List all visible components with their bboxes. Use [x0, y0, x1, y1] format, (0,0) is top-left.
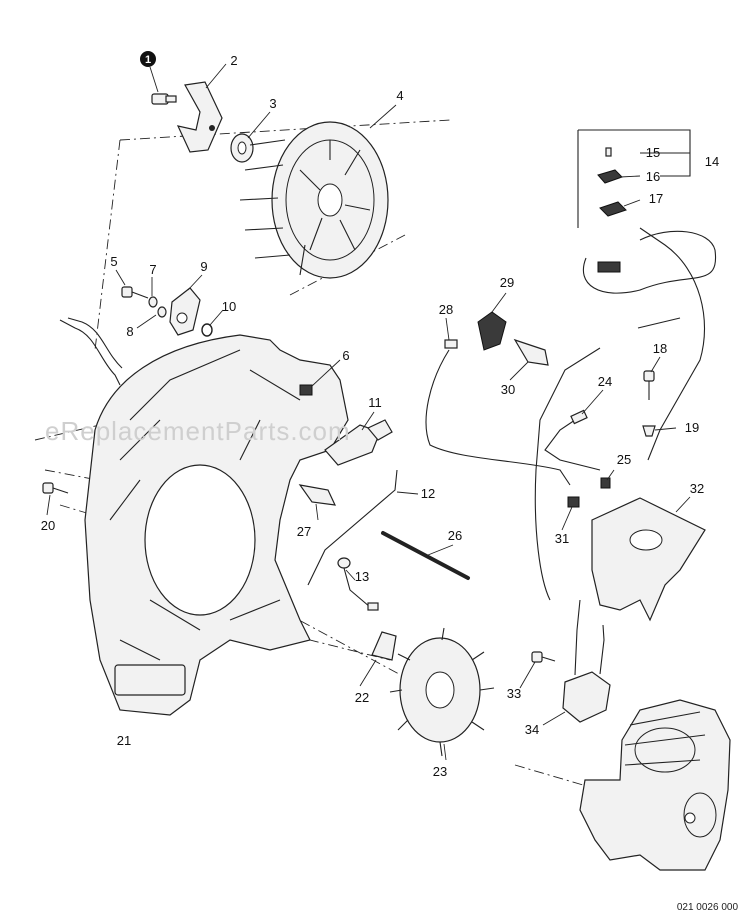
callout-labels: 2 3 4 5 6 7 8 9 10 11 12 13 14 15 16 17 … [41, 53, 719, 779]
part-washer-7 [148, 296, 158, 308]
wire-left-2 [67, 317, 123, 369]
part-shield-32 [591, 497, 706, 622]
part-grommet-31 [567, 496, 580, 508]
part-cable-26 [381, 531, 470, 580]
part-washer-3 [230, 133, 254, 163]
callout-34: 34 [525, 722, 539, 737]
part-grommet-25 [600, 477, 611, 489]
callout-12: 12 [421, 486, 435, 501]
callout-19: 19 [685, 420, 699, 435]
callout-7: 7 [149, 262, 156, 277]
part-module-34 [562, 599, 611, 723]
part-engine [579, 699, 731, 871]
leader-lines [46, 63, 691, 761]
part-rod-12 [307, 469, 398, 586]
callout-13: 13 [355, 569, 369, 584]
part-connector-16 [597, 169, 623, 184]
callout-10: 10 [222, 299, 236, 314]
callout-33: 33 [507, 686, 521, 701]
callout-21: 21 [117, 733, 131, 748]
callout-27: 27 [297, 524, 311, 539]
callout-14: 14 [705, 154, 719, 169]
part-wire-13 [337, 557, 379, 611]
callout-22: 22 [355, 690, 369, 705]
part-screw-15 [605, 147, 612, 157]
callout-26: 26 [448, 528, 462, 543]
part-screw-5 [121, 286, 149, 299]
callout-29: 29 [500, 275, 514, 290]
part-screw-18 [643, 370, 655, 400]
kit-box-14 [577, 129, 691, 228]
callout-23: 23 [433, 764, 447, 779]
callout-9: 9 [200, 259, 207, 274]
part-boot-29 [477, 311, 507, 351]
callout-24: 24 [598, 374, 612, 389]
spark-lead-wire [425, 349, 571, 486]
wiring-harness [534, 227, 717, 601]
wire-left [59, 319, 121, 386]
callout-8: 8 [126, 324, 133, 339]
part-flywheel-23 [389, 627, 495, 757]
callout-15: 15 [646, 145, 660, 160]
part-bolt-1 [149, 66, 177, 105]
part-plug-30 [513, 338, 549, 366]
diagram-code: 021 0026 000 [677, 902, 739, 913]
callout-17: 17 [649, 191, 663, 206]
part-screw-33 [531, 651, 556, 663]
callout-31: 31 [555, 531, 569, 546]
callout-30: 30 [501, 382, 515, 397]
part-switch-27 [298, 484, 337, 506]
callout-25: 25 [617, 452, 631, 467]
part-trigger-11 [324, 419, 393, 466]
callout-28: 28 [439, 302, 453, 317]
callout-4: 4 [396, 88, 403, 103]
part-nut-6 [299, 384, 313, 396]
part-clip-17 [599, 201, 627, 217]
callout-32: 32 [690, 481, 704, 496]
callout-11: 11 [368, 395, 382, 410]
part-nut-22 [371, 631, 397, 661]
part-screw-20 [42, 482, 69, 494]
part-cap-28 [444, 339, 458, 349]
callout-16: 16 [646, 169, 660, 184]
callout-20: 20 [41, 518, 55, 533]
callout-3: 3 [269, 96, 276, 111]
marker-number: 1 [145, 54, 151, 66]
part-washer-8 [157, 306, 167, 318]
part-clip-19 [642, 425, 656, 437]
part-lever-9 [169, 287, 201, 336]
marker-badge: 1 [140, 51, 156, 67]
callout-5: 5 [110, 254, 117, 269]
watermark-text: eReplacementParts.com [45, 416, 351, 446]
callout-6: 6 [342, 348, 349, 363]
part-housing-21 [84, 334, 349, 716]
callout-18: 18 [653, 341, 667, 356]
part-connector-24 [570, 409, 588, 425]
part-oring-10 [201, 323, 213, 337]
callout-2: 2 [230, 53, 237, 68]
part-bracket-2 [176, 81, 223, 153]
part-impeller-4 [239, 121, 389, 279]
